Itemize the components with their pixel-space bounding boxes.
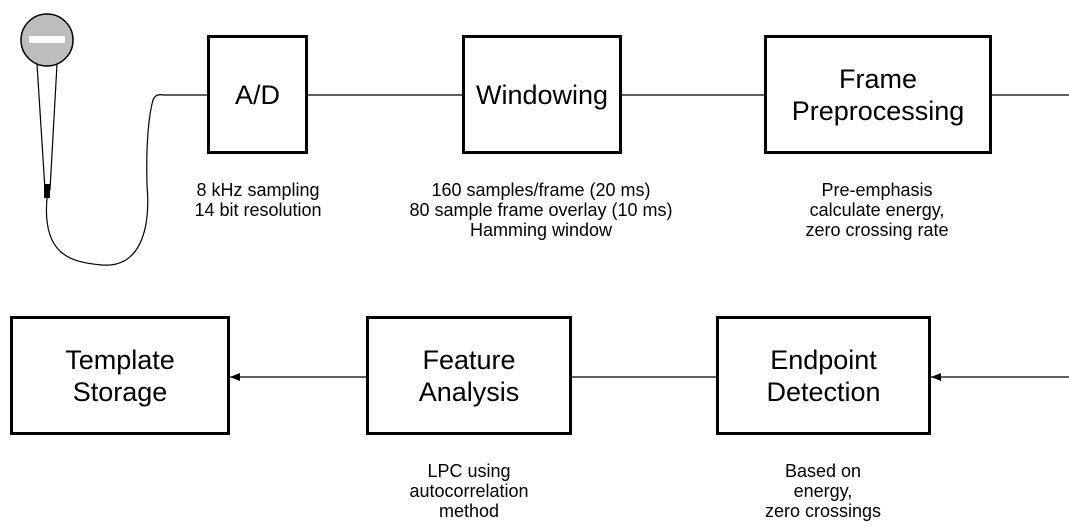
frame-preprocessing-note-line3: zero crossing rate xyxy=(805,220,949,240)
endpoint-detection-label-line2: Detection xyxy=(766,376,881,407)
endpoint-detection-block: Endpoint Detection xyxy=(716,316,931,435)
ad-block: A/D xyxy=(207,35,308,154)
endpoint-detection-label-line1: Endpoint xyxy=(770,344,877,375)
endpoint-detection-note-line3: zero crossings xyxy=(764,501,882,521)
windowing-note-line2: 80 sample frame overlay (10 ms) xyxy=(409,200,673,220)
template-storage-label-line1: Template xyxy=(65,344,175,375)
frame-preprocessing-label-line1: Frame xyxy=(838,63,917,94)
template-storage-label-line2: Storage xyxy=(72,376,168,407)
frame-preprocessing-block: Frame Preprocessing xyxy=(764,35,992,154)
endpoint-detection-note: Based on energy, zero crossings xyxy=(765,461,881,521)
windowing-note-line1: 160 samples/frame (20 ms) xyxy=(431,180,651,200)
microphone-icon xyxy=(20,13,74,198)
ad-block-label: A/D xyxy=(234,79,280,110)
windowing-note: 160 samples/frame (20 ms) 80 sample fram… xyxy=(409,180,672,240)
template-storage-block: Template Storage xyxy=(10,316,230,435)
endpoint-detection-note-line1: Based on xyxy=(784,461,862,481)
ad-note-line1: 8 kHz sampling xyxy=(196,180,320,200)
feature-analysis-note-line2: autocorrelation xyxy=(409,481,529,501)
frame-preprocessing-note-line2: calculate energy, xyxy=(809,200,945,220)
windowing-block: Windowing xyxy=(462,35,622,154)
microphone-cable xyxy=(45,94,207,266)
endpoint-detection-note-line2: energy, xyxy=(793,481,853,501)
feature-analysis-note: LPC using autocorrelation method xyxy=(409,461,528,521)
frame-preprocessing-note: Pre-emphasis calculate energy, zero cros… xyxy=(805,180,948,240)
frame-preprocessing-note-line1: Pre-emphasis xyxy=(821,180,933,200)
windowing-block-label: Windowing xyxy=(475,79,609,110)
feature-analysis-note-line3: method xyxy=(438,501,500,521)
ad-note-line2: 14 bit resolution xyxy=(194,200,322,220)
frame-preprocessing-label-line2: Preprocessing xyxy=(791,95,965,126)
ad-note: 8 kHz sampling 14 bit resolution xyxy=(194,180,321,220)
feature-analysis-label-line1: Feature xyxy=(422,344,516,375)
windowing-note-line3: Hamming window xyxy=(469,220,613,240)
feature-analysis-label-line2: Analysis xyxy=(418,376,520,407)
feature-analysis-block: Feature Analysis xyxy=(366,316,572,435)
feature-analysis-note-line1: LPC using xyxy=(427,461,511,481)
